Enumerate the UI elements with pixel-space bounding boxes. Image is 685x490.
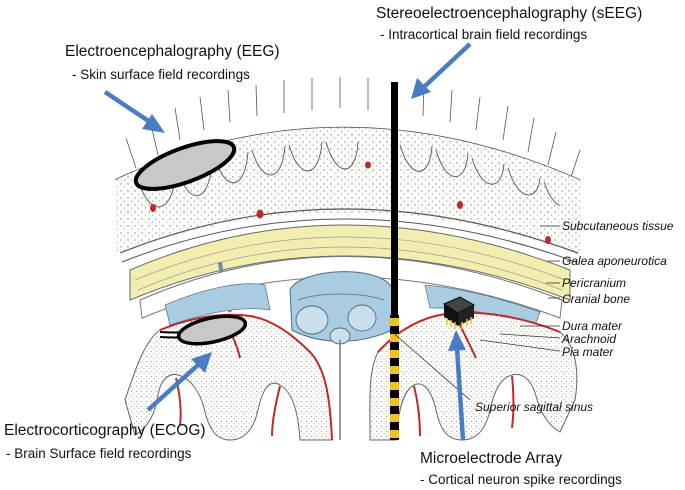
array-arrow <box>448 330 466 441</box>
eeg-title: Electroencephalography (EEG) <box>65 43 280 60</box>
array-subtitle: - Cortical neuron spike recordings <box>420 472 622 487</box>
ecog-title: Electrocorticography (ECOG) <box>4 422 206 439</box>
label-galea-aponeurotica: Galea aponeurotica <box>562 254 667 268</box>
label-superior-sagittal-sinus: Superior sagittal sinus <box>475 400 594 414</box>
ecog-subtitle: - Brain Surface field recordings <box>6 446 192 461</box>
label-subcutaneous-tissue: Subcutaneous tissue <box>562 219 674 233</box>
ecog-electrode <box>159 314 248 346</box>
seeg-subtitle: - Intracortical brain field recordings <box>380 27 588 42</box>
label-arachnoid: Arachnoid <box>562 332 617 346</box>
seeg-probe <box>390 82 399 440</box>
label-dura-mater: Dura mater <box>562 319 623 333</box>
eeg-subtitle: - Skin surface field recordings <box>72 67 250 82</box>
eeg-arrow <box>103 90 165 133</box>
seeg-contacts <box>390 315 399 440</box>
meninges <box>139 256 563 345</box>
seeg-title: Stereoelectroencephalography (sEEG) <box>376 5 643 22</box>
label-pia-mater: Pia mater <box>562 345 614 359</box>
eeg-electrode <box>133 139 237 191</box>
ecog-arrow <box>146 352 212 412</box>
label-cranial-bone: Cranial bone <box>562 292 631 306</box>
arrows <box>103 42 472 441</box>
microelectrode-array <box>442 296 476 329</box>
label-pericranium: Pericranium <box>562 276 627 290</box>
seeg-arrow <box>411 42 472 99</box>
array-title: Microelectrode Array <box>420 450 563 467</box>
